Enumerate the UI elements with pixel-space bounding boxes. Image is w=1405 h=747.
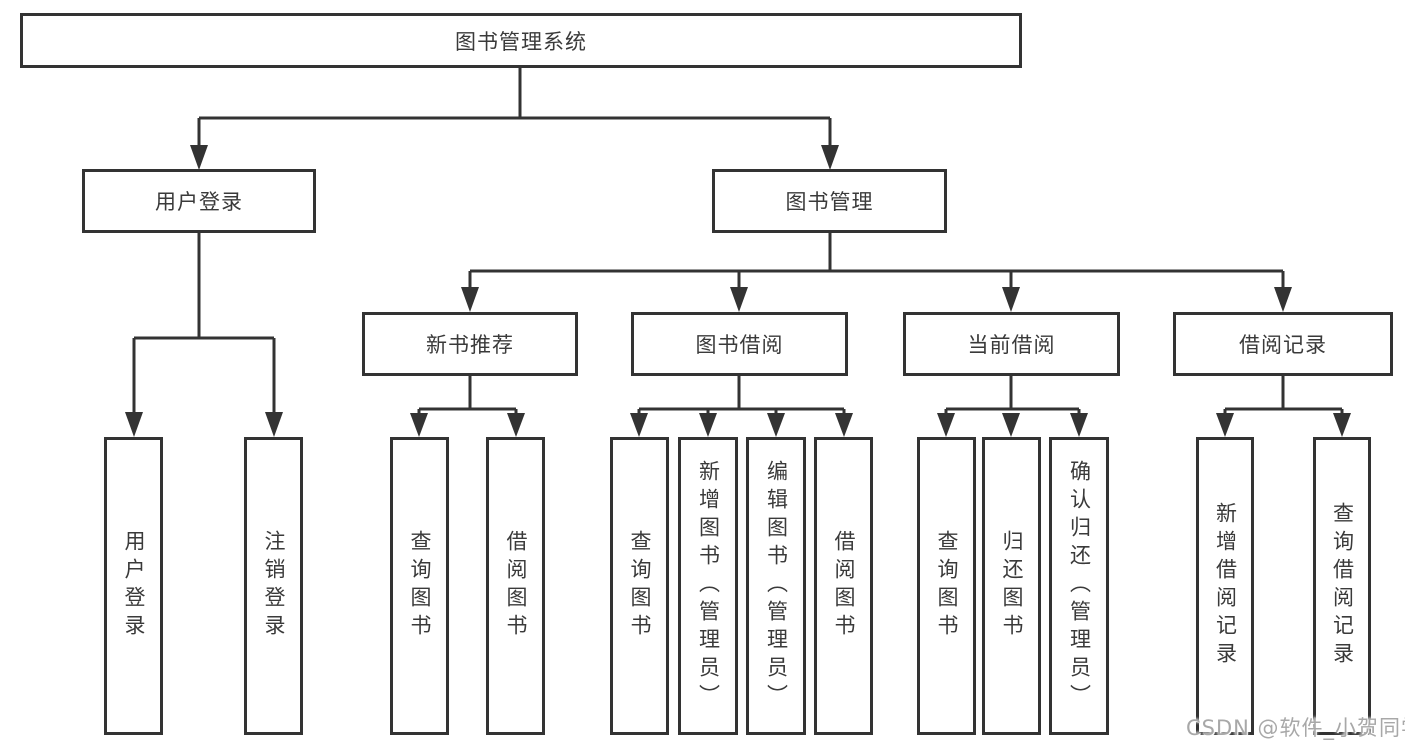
node-label: 新书推荐 [426,333,514,357]
node-book-management: 图书管理 [712,169,947,233]
node-user-login: 用户登录 [82,169,316,233]
leaf-logout: 注销登录 [244,437,303,735]
leaf-query-borrow-record: 查询借阅记录 [1313,437,1371,735]
arrow-down-icon [1333,413,1351,437]
leaf-add-borrow-record: 新增借阅记录 [1196,437,1254,735]
arrow-down-icon [190,145,208,170]
arrow-down-icon [699,413,717,437]
arrow-down-icon [937,413,955,437]
arrowheads [125,145,1351,437]
leaf-edit-books-admin: 编辑图书（管理员） [746,437,806,735]
leaf-label: 查询借阅记录 [1330,502,1355,670]
leaf-label: 确认归还（管理员） [1067,460,1092,712]
leaf-label: 用户登录 [122,530,146,642]
node-current-borrow: 当前借阅 [903,312,1120,376]
arrow-down-icon [730,287,748,312]
arrow-down-icon [1216,413,1234,437]
leaf-label: 查询图书 [628,530,652,642]
arrow-down-icon [461,287,479,312]
arrow-down-icon [410,413,428,437]
arrow-down-icon [1070,413,1088,437]
arrow-down-icon [767,413,785,437]
leaf-label: 注销登录 [262,530,286,642]
node-new-book-recommend: 新书推荐 [362,312,578,376]
node-root-label: 图书管理系统 [455,29,587,54]
node-label: 用户登录 [155,190,243,214]
leaf-label: 查询图书 [408,530,432,642]
leaf-query-books: 查询图书 [390,437,449,735]
leaf-borrow-books: 借阅图书 [486,437,545,735]
leaf-label: 借阅图书 [832,530,856,642]
leaf-label: 新增图书（管理员） [696,460,721,712]
leaf-label: 归还图书 [1000,530,1024,642]
arrow-down-icon [507,413,525,437]
node-root: 图书管理系统 [20,13,1022,68]
arrow-down-icon [1002,413,1020,437]
leaf-return-books: 归还图书 [982,437,1041,735]
arrow-down-icon [630,413,648,437]
leaf-borrow-books: 借阅图书 [814,437,873,735]
leaf-confirm-return-admin: 确认归还（管理员） [1049,437,1109,735]
leaf-label: 查询图书 [935,530,959,642]
arrow-down-icon [1274,287,1292,312]
arrow-down-icon [125,412,143,437]
node-book-borrow: 图书借阅 [631,312,848,376]
leaf-label: 编辑图书（管理员） [764,460,789,712]
node-label: 图书管理 [785,190,874,214]
node-label: 图书借阅 [695,333,784,357]
leaf-add-books-admin: 新增图书（管理员） [678,437,738,735]
arrow-down-icon [821,145,839,170]
leaf-user-login: 用户登录 [104,437,163,735]
leaf-query-books: 查询图书 [917,437,976,735]
node-label: 当前借阅 [967,333,1056,357]
leaf-label: 借阅图书 [504,530,528,642]
csdn-watermark: CSDN @软件_小贺同学 [1186,716,1405,740]
node-label: 借阅记录 [1239,333,1327,357]
leaf-label: 新增借阅记录 [1213,502,1238,670]
arrow-down-icon [265,412,283,437]
arrow-down-icon [835,413,853,437]
node-borrow-record: 借阅记录 [1173,312,1393,376]
arrow-down-icon [1002,287,1020,312]
leaf-query-books: 查询图书 [610,437,669,735]
